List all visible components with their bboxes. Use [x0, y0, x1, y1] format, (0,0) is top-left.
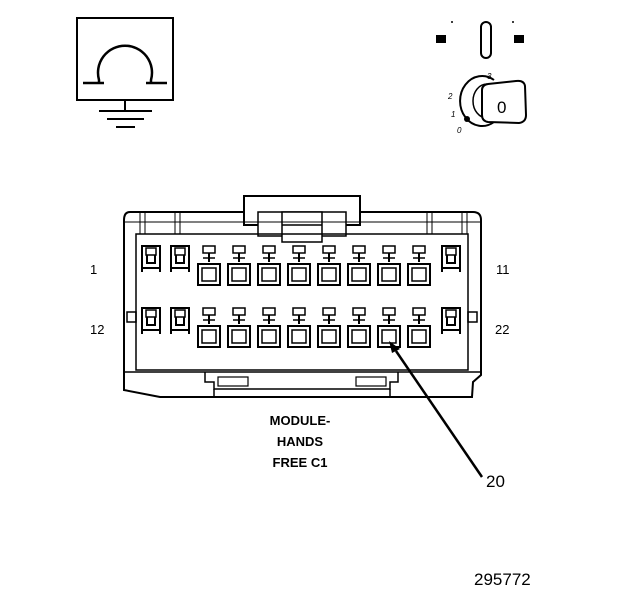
connector-face-icon: [123, 195, 482, 398]
connector-title: MODULE- HANDS FREE C1: [230, 410, 370, 473]
pin-6: [287, 245, 311, 286]
pin-17: [287, 307, 311, 348]
pin-16: [257, 307, 281, 348]
connector-pins: [141, 245, 461, 348]
pin-1: [141, 245, 161, 272]
pin-label-11: 11: [496, 262, 510, 277]
pin-12: [141, 307, 161, 334]
pin-11: [441, 245, 461, 272]
ignition-position-1: 1: [451, 110, 455, 119]
connector-title-line-2: HANDS: [276, 434, 324, 449]
key-label: 0: [497, 98, 506, 117]
ground-symbol-icon: [76, 17, 174, 128]
pin-15: [227, 307, 251, 348]
pin-10: [407, 245, 431, 286]
pin-7: [317, 245, 341, 286]
pin-4: [227, 245, 251, 286]
pin-2: [170, 245, 190, 272]
callout-label: 20: [486, 472, 505, 491]
pin-5: [257, 245, 281, 286]
pin-9: [377, 245, 401, 286]
connector-title-line-3: FREE C1: [272, 455, 328, 470]
ignition-position-0: 0: [457, 126, 462, 135]
ignition-switch-icon: 3 2 1 0 0: [436, 21, 528, 135]
pin-14: [197, 307, 221, 348]
pin-19: [347, 307, 371, 348]
pin-13: [170, 307, 190, 334]
figure-number: 295772: [474, 570, 531, 589]
pin-label-22: 22: [495, 322, 510, 337]
pin-8: [347, 245, 371, 286]
pin-3: [197, 245, 221, 286]
connector-title-line-1: MODULE-: [269, 413, 331, 428]
ignition-position-2: 2: [447, 92, 453, 101]
pin-21: [407, 307, 431, 348]
pin-22: [441, 307, 461, 334]
callout-leader: [389, 341, 484, 478]
ignition-position-3: 3: [487, 72, 492, 81]
pin-18: [317, 307, 341, 348]
pin-label-1: 1: [90, 262, 98, 277]
pin-20: [377, 307, 401, 348]
pin-label-12: 12: [90, 322, 105, 337]
